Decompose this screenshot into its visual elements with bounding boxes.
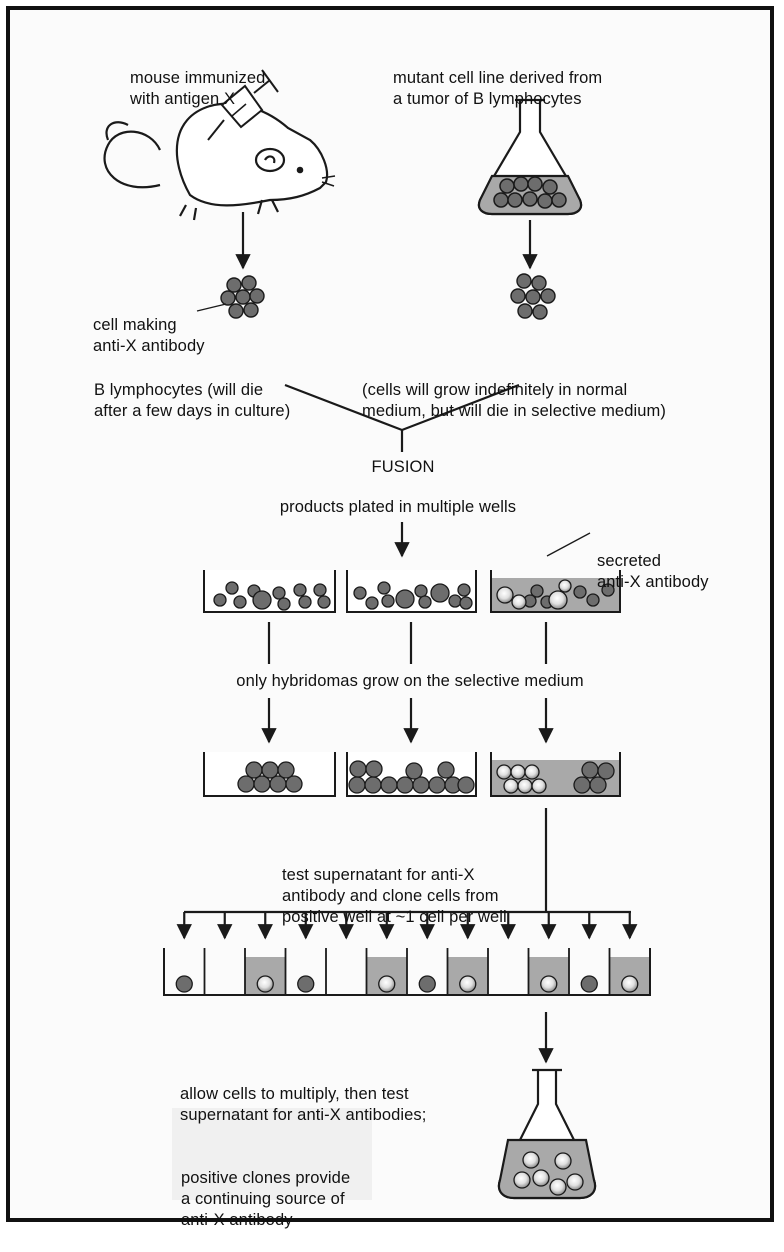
clone-cell [580, 975, 598, 993]
clone-well [418, 975, 436, 993]
clone-well [175, 975, 193, 993]
well-row-2-hybridomas [496, 764, 547, 794]
hybridoma-cell [621, 975, 639, 993]
clone-well [580, 975, 598, 993]
clone-cell [297, 975, 315, 993]
clone-cell [175, 975, 193, 993]
clone-well [366, 957, 407, 995]
clone-well [297, 975, 315, 993]
clone-well [245, 957, 286, 995]
mouse-icon [103, 102, 336, 221]
label-products-plated: products plated in multiple wells [279, 498, 517, 516]
well-row-2-cells [237, 760, 615, 794]
final-flask-hybridomas [513, 1151, 584, 1196]
arrows-row1-row2 [261, 622, 554, 744]
well-row-1-cells [213, 581, 615, 611]
clone-cell [418, 975, 436, 993]
leader-cell-making [196, 303, 227, 312]
clone-well [528, 957, 569, 995]
flask-cells [493, 176, 567, 209]
distribution-arrows [176, 912, 638, 940]
clone-well [609, 957, 650, 995]
positive-clones-box [172, 1108, 372, 1200]
hybridoma-diagram [103, 69, 651, 1200]
tumor-cell-cluster [510, 273, 556, 320]
syringe-icon [207, 69, 279, 141]
clone-well [447, 957, 488, 995]
label-fusion: FUSION [371, 458, 435, 476]
hybridoma-cell [459, 975, 477, 993]
figure-frame [6, 6, 774, 1222]
hybridoma-cell [540, 975, 558, 993]
hybridoma-cell [256, 975, 274, 993]
hybridoma-cell [378, 975, 396, 993]
b-lymphocyte-cluster [220, 275, 265, 319]
well-row-1-hybridomas [496, 579, 572, 610]
label-only-hybridomas: only hybridomas grow on the selective me… [236, 672, 584, 690]
clone-wells [163, 948, 651, 996]
leader-secreted [546, 532, 591, 557]
